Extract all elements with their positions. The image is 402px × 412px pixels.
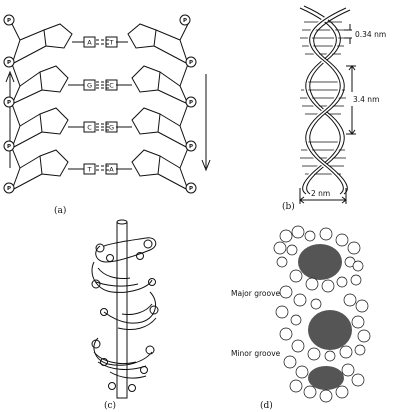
panel-b-caption: (b) xyxy=(282,201,295,212)
sugar-ring-right-4 xyxy=(131,149,161,177)
phosphate-label: P xyxy=(189,186,193,192)
hydrogen-bond-1 xyxy=(96,39,110,45)
panel-d-space-filling-model xyxy=(273,225,371,403)
base-right-3: G xyxy=(109,124,114,132)
base-right-4: A xyxy=(109,166,114,174)
phosphate-label: P xyxy=(7,100,11,106)
middle-coil xyxy=(103,291,157,324)
minor-groove-label: Minor groove xyxy=(231,349,281,358)
sugar-ring-left-3 xyxy=(39,107,69,135)
upper-coil xyxy=(95,237,157,263)
panel-b-helix-diagram xyxy=(299,5,356,204)
phosphate-label: P xyxy=(7,18,11,24)
panel-a-caption: (a) xyxy=(54,205,66,216)
panel-d-caption: (d) xyxy=(260,400,273,411)
atom-spheres xyxy=(273,225,371,403)
right-backbone xyxy=(179,23,189,191)
central-axis-rod xyxy=(116,221,128,399)
sugar-ring-left-4 xyxy=(39,149,69,177)
base-right-2: C xyxy=(109,82,114,90)
hydrogen-bond-3 xyxy=(96,123,110,131)
panel-c-rod-model xyxy=(91,219,159,399)
base-left-3: C xyxy=(87,124,92,132)
phosphate-label: P xyxy=(183,18,187,24)
base-letters: A T G C C G T A xyxy=(87,39,115,174)
atom-circles xyxy=(91,239,159,392)
pitch-measure-lines xyxy=(346,65,356,135)
phosphate-label: P xyxy=(189,100,193,106)
panel-a-ladder-diagram xyxy=(3,14,211,194)
major-groove-label: Major groove xyxy=(231,289,281,298)
base-right-1: T xyxy=(109,39,114,47)
helix-strand-2-outline xyxy=(305,7,347,195)
phosphate-label: P xyxy=(189,60,193,66)
phosphate-label: P xyxy=(189,144,193,150)
rise-label: 0.34 nm xyxy=(355,30,386,39)
base-left-2: G xyxy=(87,82,92,90)
sugar-ring-right-3 xyxy=(131,107,161,135)
lower-coil xyxy=(93,337,153,366)
strand-direction-arrow-up xyxy=(5,70,15,168)
hydrogen-bond-2 xyxy=(96,81,110,89)
width-measure-lines xyxy=(299,188,347,204)
groove-core-hatching xyxy=(298,244,352,390)
panel-c-caption: (c) xyxy=(104,400,116,411)
base-left-4: T xyxy=(87,166,92,174)
left-backbone xyxy=(11,23,21,191)
sugar-ring-right-2 xyxy=(131,65,161,93)
phosphate-label: P xyxy=(7,60,11,66)
phosphate-label: P xyxy=(7,144,11,150)
base-left-1: A xyxy=(87,39,92,47)
phosphate-label: P xyxy=(7,186,11,192)
hydrogen-bond-4 xyxy=(96,165,110,171)
pitch-label: 3.4 nm xyxy=(353,95,379,104)
sugar-ring-right-1 xyxy=(127,23,157,49)
sugar-ring-left-2 xyxy=(39,65,69,93)
sugar-ring-left-1 xyxy=(43,23,73,49)
strand-direction-arrow-down xyxy=(201,74,211,172)
rise-measure-lines xyxy=(344,24,352,44)
width-label: 2 nm xyxy=(311,189,330,198)
phosphate-labels: P P P P P P P P P P xyxy=(7,18,193,192)
